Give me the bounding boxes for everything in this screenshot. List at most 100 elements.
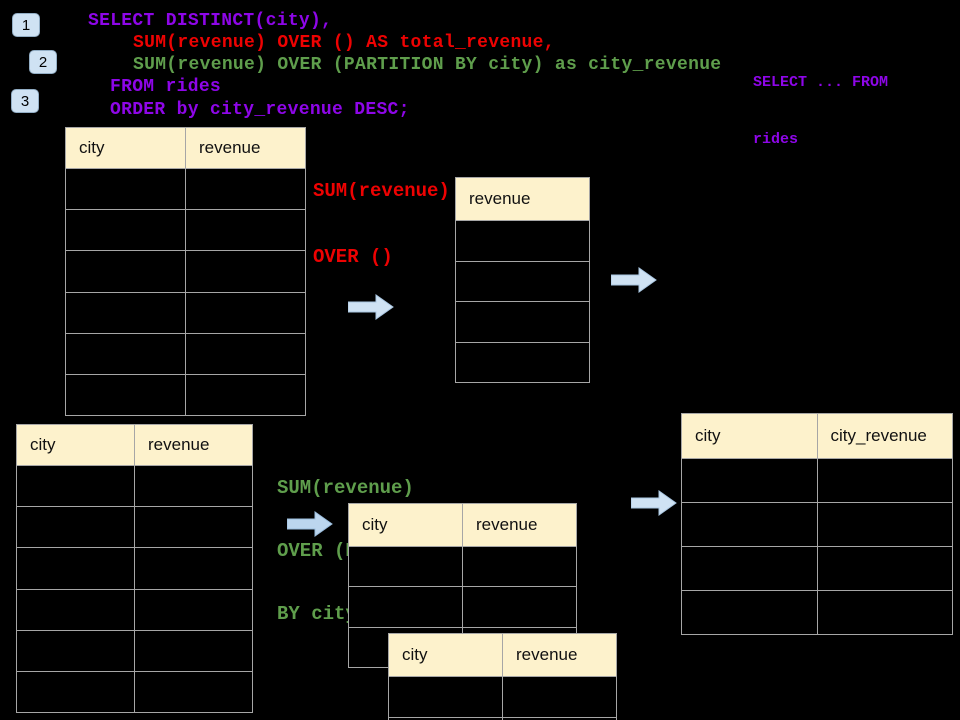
column-header-city: city bbox=[695, 426, 721, 445]
table-cell bbox=[17, 631, 134, 671]
table-cell bbox=[456, 262, 589, 302]
column-header-revenue: revenue bbox=[469, 189, 531, 208]
column-header-city: city bbox=[79, 138, 105, 157]
table-cell bbox=[349, 587, 462, 626]
table-cell bbox=[185, 333, 305, 374]
table-row bbox=[66, 250, 305, 292]
table-cell bbox=[185, 374, 305, 416]
table-row bbox=[349, 546, 576, 587]
table-row bbox=[456, 301, 589, 342]
table-row bbox=[17, 465, 252, 507]
table-row bbox=[66, 209, 305, 251]
table-cell bbox=[816, 459, 953, 502]
table-cell bbox=[456, 302, 589, 342]
table-cell bbox=[134, 671, 252, 713]
table-cell bbox=[66, 375, 185, 415]
table-cell bbox=[502, 677, 616, 717]
table-cell bbox=[134, 548, 252, 589]
sql-code-line-2: SUM(revenue) OVER () AS total_revenue, bbox=[133, 33, 555, 53]
table-cell bbox=[17, 507, 134, 547]
table-cell bbox=[66, 293, 185, 333]
arrow-right-icon-3 bbox=[287, 511, 333, 537]
table-rides-source-bottom: city revenue bbox=[16, 424, 253, 713]
table-cell bbox=[66, 210, 185, 250]
table-cell bbox=[185, 210, 305, 251]
table-row bbox=[17, 547, 252, 589]
sql-code-line-4: FROM rides bbox=[110, 77, 222, 97]
table-row bbox=[682, 590, 952, 634]
table-cell bbox=[456, 221, 589, 261]
table-body bbox=[456, 220, 589, 382]
annotation-sum-over-total: SUM(revenue) OVER () bbox=[313, 136, 450, 312]
table-cell bbox=[134, 466, 252, 507]
table-cell bbox=[816, 503, 953, 546]
table-body bbox=[66, 168, 305, 416]
table-cell bbox=[682, 591, 817, 634]
table-header-row: city revenue bbox=[17, 425, 252, 465]
table-header-row: city revenue bbox=[66, 128, 305, 168]
step-badge-3-label: 3 bbox=[20, 92, 30, 110]
table-row bbox=[17, 670, 252, 713]
sql-code-line-5: ORDER by city_revenue DESC; bbox=[110, 100, 410, 120]
table-cell bbox=[185, 292, 305, 333]
sql-code-line-1: SELECT DISTINCT(city), bbox=[88, 11, 333, 31]
table-cell bbox=[185, 169, 305, 210]
column-header-revenue: revenue bbox=[185, 128, 305, 168]
table-cell bbox=[17, 548, 134, 588]
column-header-revenue: revenue bbox=[502, 634, 616, 676]
arrow-right-icon-1 bbox=[348, 294, 394, 320]
table-cell bbox=[66, 169, 185, 209]
table-row bbox=[17, 588, 252, 630]
table-cell bbox=[66, 334, 185, 374]
table-row bbox=[66, 373, 305, 416]
table-row bbox=[456, 220, 589, 261]
table-row bbox=[389, 676, 616, 717]
column-header-city: city bbox=[30, 435, 56, 454]
table-cell bbox=[456, 343, 589, 383]
table-row bbox=[66, 291, 305, 333]
step-badge-3: 3 bbox=[11, 89, 39, 113]
table-header-row: revenue bbox=[456, 178, 589, 220]
sql-fragment-note: SELECT ... FROM rides bbox=[753, 35, 888, 187]
table-rides-source-top: city revenue bbox=[65, 127, 306, 416]
arrow-right-icon-2 bbox=[611, 267, 657, 293]
column-header-revenue: revenue bbox=[134, 425, 252, 465]
table-total-revenue-result: revenue bbox=[455, 177, 590, 383]
table-cell bbox=[462, 547, 576, 587]
table-cell bbox=[682, 547, 817, 590]
annotation-partition-line-1: SUM(revenue) bbox=[277, 477, 414, 499]
table-cell bbox=[134, 630, 252, 671]
table-cell bbox=[502, 717, 616, 720]
table-final-city-revenue: city city_revenue bbox=[681, 413, 953, 635]
table-header-row: city city_revenue bbox=[682, 414, 952, 458]
column-header-city: city bbox=[402, 645, 428, 664]
table-body bbox=[389, 676, 616, 720]
column-header-city-revenue: city_revenue bbox=[816, 414, 953, 458]
table-cell bbox=[816, 591, 953, 634]
annotation-total-line-1: SUM(revenue) bbox=[313, 180, 450, 202]
table-cell bbox=[682, 459, 817, 502]
table-row bbox=[17, 506, 252, 548]
step-badge-1: 1 bbox=[12, 13, 40, 37]
table-cell bbox=[17, 590, 134, 630]
step-badge-2: 2 bbox=[29, 50, 57, 74]
step-badge-1-label: 1 bbox=[21, 16, 31, 34]
table-cell bbox=[17, 672, 134, 712]
annotation-total-line-2: OVER () bbox=[313, 246, 393, 268]
table-city-revenue-step-front: city revenue bbox=[388, 633, 617, 720]
table-cell bbox=[349, 547, 462, 586]
table-header-row: city revenue bbox=[389, 634, 616, 676]
table-row bbox=[682, 458, 952, 502]
table-cell bbox=[66, 251, 185, 291]
table-body bbox=[682, 458, 952, 634]
table-row bbox=[66, 168, 305, 210]
table-row bbox=[682, 502, 952, 546]
table-cell bbox=[134, 507, 252, 548]
column-header-revenue: revenue bbox=[462, 504, 576, 546]
column-header-city: city bbox=[362, 515, 388, 534]
table-cell bbox=[462, 587, 576, 627]
table-cell bbox=[816, 547, 953, 590]
step-badge-2-label: 2 bbox=[38, 53, 48, 71]
sql-code-line-3: SUM(revenue) OVER (PARTITION BY city) as… bbox=[133, 55, 722, 75]
table-cell bbox=[17, 466, 134, 506]
